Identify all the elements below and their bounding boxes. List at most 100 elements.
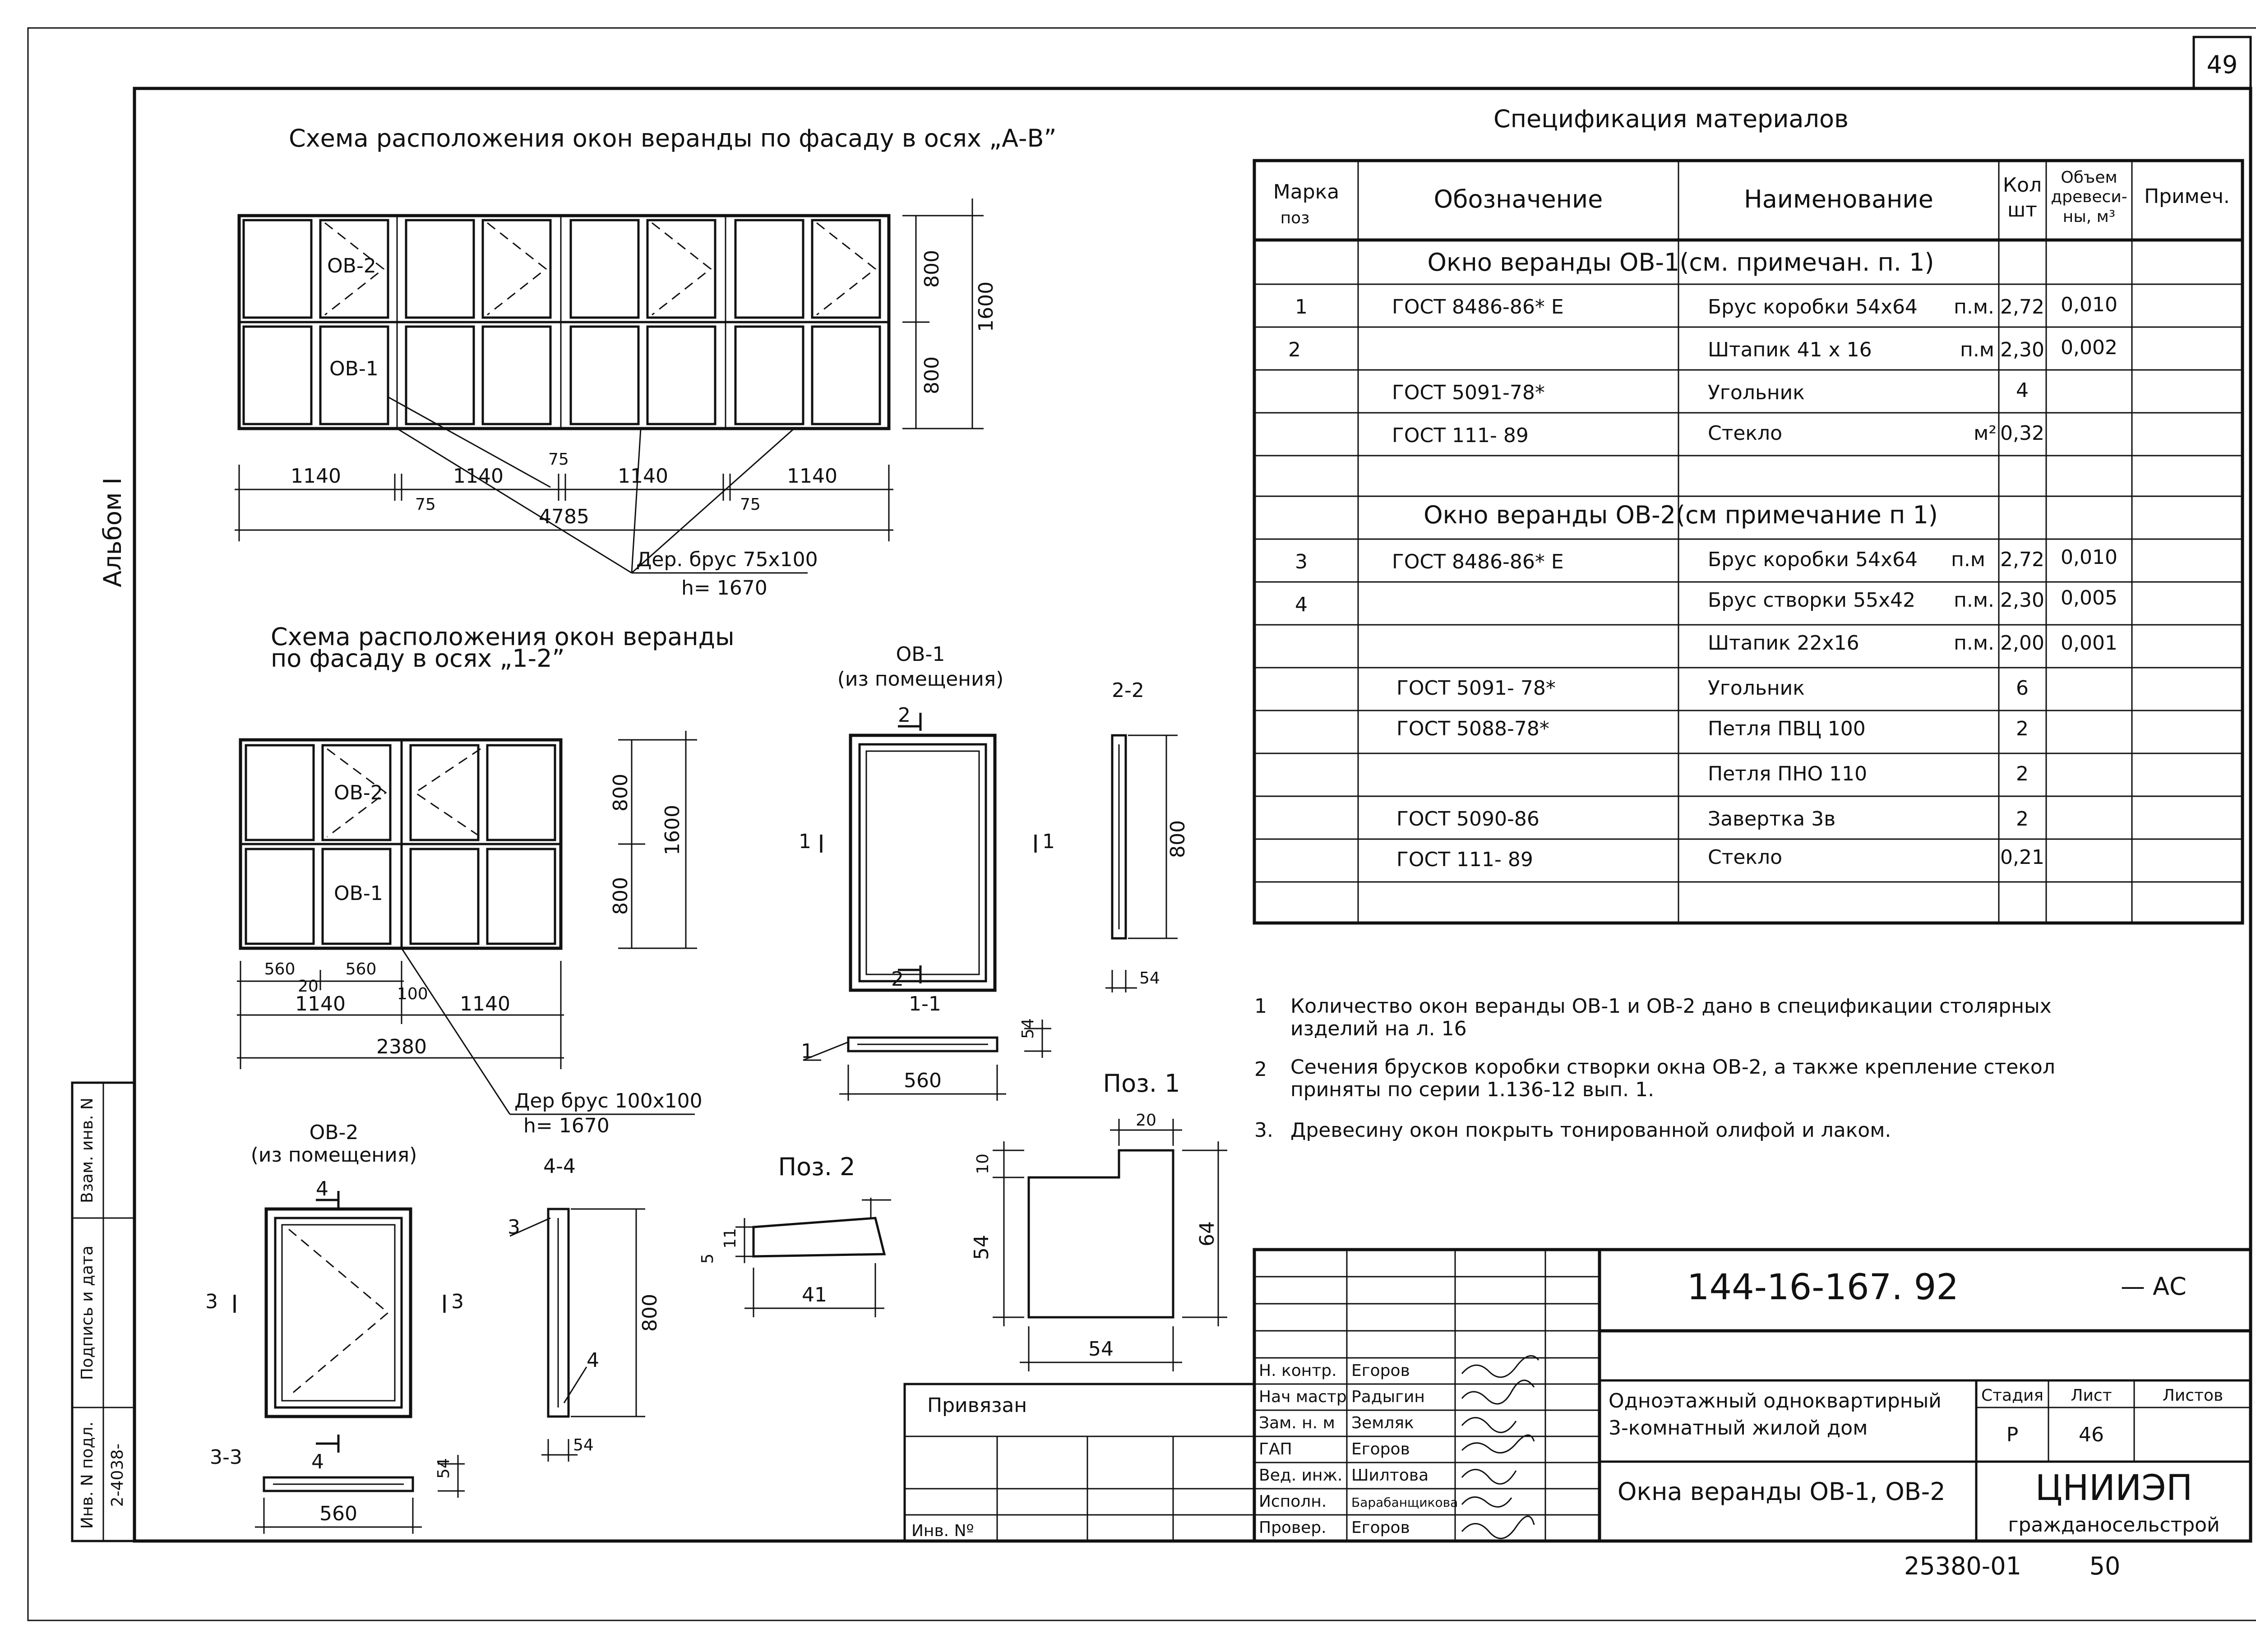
svg-text:Зам. н. м: Зам. н. м [1259,1414,1335,1432]
svg-text:Поз. 2: Поз. 2 [778,1153,855,1181]
notes: 1 Количество окон веранды ОВ-1 и ОВ-2 да… [1254,995,2055,1142]
svg-text:800: 800 [1166,820,1189,858]
svg-text:2: 2 [1254,1058,1267,1081]
ab-dim-w4: 1140 [787,465,837,488]
scheme-ab-title: Схема расположения окон веранды по фасад… [289,124,1057,152]
svg-text:Листов: Листов [2163,1386,2223,1405]
signature-marks [1461,1355,1539,1539]
svg-text:54: 54 [970,1235,993,1260]
svg-text:Количество окон веранды ОВ-1 и: Количество окон веранды ОВ-1 и ОВ-2 дано… [1290,995,2052,1018]
svg-text:Завертка 3в: Завертка 3в [1708,808,1835,831]
svg-text:2-2: 2-2 [1112,679,1144,702]
svg-text:2,00: 2,00 [2000,632,2044,655]
svg-text:5: 5 [698,1254,717,1264]
svg-text:4: 4 [316,1177,328,1200]
svg-text:Исполн.: Исполн. [1259,1492,1327,1511]
svg-text:0,010: 0,010 [2061,293,2117,316]
ab-dim-gap3: 75 [740,495,761,514]
svg-text:54: 54 [1088,1338,1114,1361]
svg-text:800: 800 [638,1294,661,1332]
s12-label-ob1: ОВ-1 [334,882,383,905]
ab-dim-gap2: 75 [548,450,569,469]
svg-text:0,005: 0,005 [2061,586,2117,609]
ab-dim-w2: 1140 [453,465,504,488]
org-name: ЦНИИЭП [2035,1468,2192,1509]
svg-text:ГОСТ 5091- 78*: ГОСТ 5091- 78* [1396,677,1556,700]
sheet-number-box [2192,36,2252,90]
svg-text:Брус коробки 54х64: Брус коробки 54х64 [1708,548,1918,571]
svg-text:2: 2 [1288,338,1301,361]
s12-dim-100: 100 [397,985,428,1003]
svg-text:Егоров: Егоров [1351,1440,1410,1458]
svg-text:Барабанщикова: Барабанщикова [1351,1495,1458,1510]
svg-text:п.м: п.м [1951,548,1985,571]
svg-text:Провер.: Провер. [1259,1518,1327,1537]
svg-text:Обозначение: Обозначение [1434,185,1603,213]
svg-text:0,002: 0,002 [2061,336,2117,359]
svg-text:Стадия: Стадия [1981,1386,2043,1405]
stamp-podpis: Подпись и дата [78,1246,97,1380]
svg-text:0,001: 0,001 [2061,632,2117,655]
svg-text:поз: поз [1281,209,1310,227]
svg-text:м²: м² [1974,422,1997,445]
svg-text:Примеч.: Примеч. [2144,185,2230,208]
svg-text:1: 1 [1042,830,1055,853]
svg-text:Угольник: Угольник [1708,677,1805,700]
svg-text:Радыгин: Радыгин [1351,1388,1425,1406]
svg-text:ОВ-1: ОВ-1 [896,643,945,666]
object-name-l1: Одноэтажный одноквартирный [1609,1389,1942,1412]
s12-label-ob2: ОВ-2 [334,781,383,804]
svg-text:Егоров: Егоров [1351,1361,1410,1380]
svg-text:3: 3 [205,1290,218,1313]
outer-border [27,27,2256,1621]
svg-text:3-3: 3-3 [210,1446,242,1469]
svg-text:1: 1 [801,1040,814,1063]
svg-text:54: 54 [1019,1018,1037,1039]
svg-text:ГОСТ 111- 89: ГОСТ 111- 89 [1392,424,1529,447]
svg-text:изделий на л. 16: изделий на л. 16 [1290,1017,1467,1040]
svg-text:4: 4 [587,1349,599,1372]
svg-text:3.: 3. [1254,1119,1273,1142]
svg-text:Земляк: Земляк [1351,1414,1414,1432]
svg-text:3: 3 [451,1290,464,1313]
spec-group-2: Окно веранды ОВ-2(см примечание п 1) [1424,501,1938,529]
stamp-vzam: Взам. инв. N [78,1098,97,1203]
svg-text:2: 2 [898,704,911,727]
s12-dim-w2: 1140 [460,992,510,1015]
ab-dim-total: 4785 [539,505,589,528]
svg-text:п.м.: п.м. [1954,589,1994,612]
svg-text:2,30: 2,30 [2000,338,2044,361]
svg-text:4: 4 [311,1450,324,1473]
svg-text:41: 41 [802,1283,827,1306]
s12-note-1: Дер брус 100х100 [514,1089,703,1112]
svg-text:Марка: Марка [1273,180,1339,203]
scheme-12-title-l2: по фасаду в осях „1-2” [271,644,564,673]
svg-text:Штапик 22х16: Штапик 22х16 [1708,632,1859,655]
svg-text:0,21: 0,21 [2000,846,2044,869]
svg-text:1: 1 [799,830,811,853]
svg-text:Петля ПНО 110: Петля ПНО 110 [1708,762,1867,785]
ab-dim-h-total: 1600 [975,281,998,332]
ab-dim-w1: 1140 [291,465,341,488]
svg-text:11: 11 [721,1228,740,1249]
sheet-number-top: 49 [2207,51,2238,79]
stamp-inv-value: 2-4038- [108,1444,127,1507]
ab-dim-h-bot: 800 [920,356,943,394]
svg-text:3: 3 [1295,550,1308,573]
ab-label-ob1: ОВ-1 [329,357,379,380]
svg-text:Шилтова: Шилтова [1351,1466,1428,1485]
svg-text:2: 2 [2016,808,2029,831]
svg-text:4-4: 4-4 [543,1155,576,1178]
s12-dim-h-total: 1600 [661,805,684,855]
svg-text:ГОСТ 111- 89: ГОСТ 111- 89 [1396,848,1533,871]
svg-text:ГОСТ 5088-78*: ГОСТ 5088-78* [1396,717,1549,740]
svg-text:10: 10 [974,1154,992,1174]
svg-text:ГОСТ 8486-86* Е: ГОСТ 8486-86* Е [1392,550,1564,573]
svg-text:древеси-: древеси- [2051,188,2127,206]
drawing-code-suffix: — АС [2121,1272,2187,1301]
s12-dim-total: 2380 [376,1035,427,1058]
svg-text:Лист: Лист [2071,1386,2112,1405]
pos2-detail: Поз. 2 5 11 41 [698,1153,891,1317]
svg-text:Древесину окон покрыть тониров: Древесину окон покрыть тонированной олиф… [1290,1119,1891,1142]
